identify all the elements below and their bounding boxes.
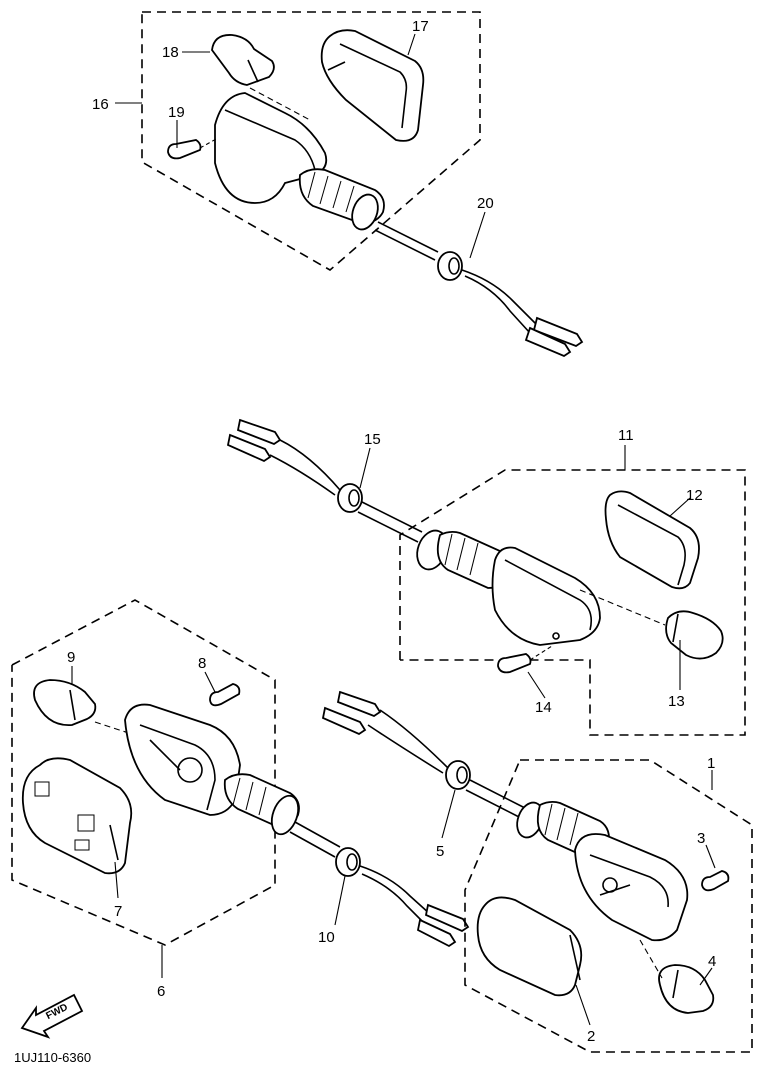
grommet-5 (445, 760, 471, 790)
wire-leads-middle (226, 418, 341, 496)
label-4: 4 (708, 953, 716, 970)
lens-12 (604, 490, 700, 590)
label-13: 13 (668, 693, 685, 710)
label-10: 10 (318, 929, 335, 946)
part-labels: 16 17 18 19 20 11 12 13 14 15 9 8 7 10 6… (67, 18, 716, 1045)
screw-3 (701, 870, 730, 892)
label-17: 17 (412, 18, 429, 35)
label-1: 1 (707, 755, 715, 772)
label-16: 16 (92, 96, 109, 113)
label-7: 7 (114, 903, 122, 920)
label-15: 15 (364, 431, 381, 448)
flasher-housing-16 (214, 92, 439, 261)
label-2: 2 (587, 1028, 595, 1045)
bulb-18 (211, 34, 275, 86)
label-12: 12 (686, 487, 703, 504)
wire-leads-bottom (321, 690, 451, 774)
label-5: 5 (436, 843, 444, 860)
fwd-arrow-icon: FWD (20, 993, 84, 1039)
grommet-10 (335, 847, 361, 877)
grommet-15 (337, 483, 363, 513)
label-18: 18 (162, 44, 179, 61)
wire-leads-left (359, 865, 470, 948)
wire-leads-top (461, 269, 584, 358)
grommet-20 (437, 251, 463, 281)
label-20: 20 (477, 195, 494, 212)
screw-14 (497, 645, 553, 674)
label-11: 11 (618, 427, 634, 444)
catalog-code: 1UJ110-6360 (14, 1050, 91, 1065)
label-8: 8 (198, 655, 206, 672)
flasher-housing-11 (416, 529, 601, 646)
label-3: 3 (697, 830, 705, 847)
bulb-13 (665, 610, 724, 660)
lens-7 (21, 757, 133, 875)
assembly-6-front-left-flasher (11, 599, 470, 948)
label-19: 19 (168, 104, 185, 121)
bulb-4 (658, 964, 715, 1014)
label-6: 6 (157, 983, 165, 1000)
lens-17 (320, 29, 425, 142)
flasher-housing-6 (124, 703, 341, 858)
assembly-11-rear-right-flasher (226, 418, 746, 736)
label-14: 14 (535, 699, 552, 716)
lens-2 (476, 896, 583, 997)
bulb-9 (33, 679, 97, 726)
screw-8 (209, 683, 241, 707)
assembly-16-rear-left-flasher (141, 11, 584, 358)
screw-19 (167, 137, 219, 160)
assembly-1-front-right-flasher (321, 690, 753, 1053)
label-9: 9 (67, 649, 75, 666)
flasher-housing-1 (516, 800, 689, 942)
